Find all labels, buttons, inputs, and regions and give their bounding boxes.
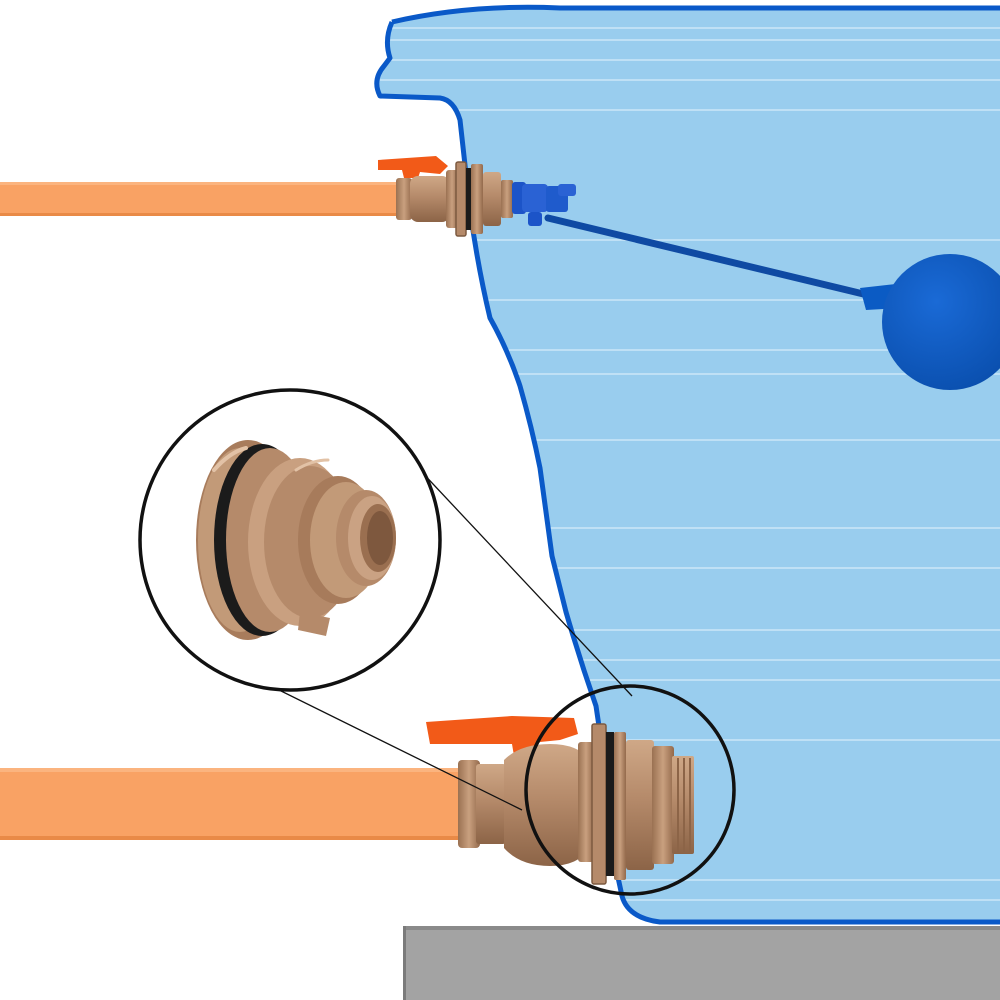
float-valve [512, 182, 1000, 390]
inlet-ball-valve [378, 156, 513, 237]
callout-circle-large [138, 388, 442, 692]
floor-slab [403, 926, 1000, 1000]
ball-valve-handle-icon [378, 156, 448, 178]
outlet-pipe [0, 768, 470, 840]
tank-outline [374, 4, 1000, 925]
water-tank-icon [376, 7, 1000, 923]
callout-circle-small [524, 684, 736, 896]
inlet-pipe [0, 182, 402, 216]
water-tank [374, 4, 1000, 925]
outlet-tank-adapter [591, 723, 694, 885]
float-ball-icon [882, 254, 1000, 390]
float-arm [544, 214, 884, 302]
zoom-callout [138, 388, 442, 692]
float-valve-icon [512, 182, 576, 226]
tank-adapter-fitting-icon [196, 440, 396, 640]
ball-valve-handle-icon [426, 716, 578, 756]
